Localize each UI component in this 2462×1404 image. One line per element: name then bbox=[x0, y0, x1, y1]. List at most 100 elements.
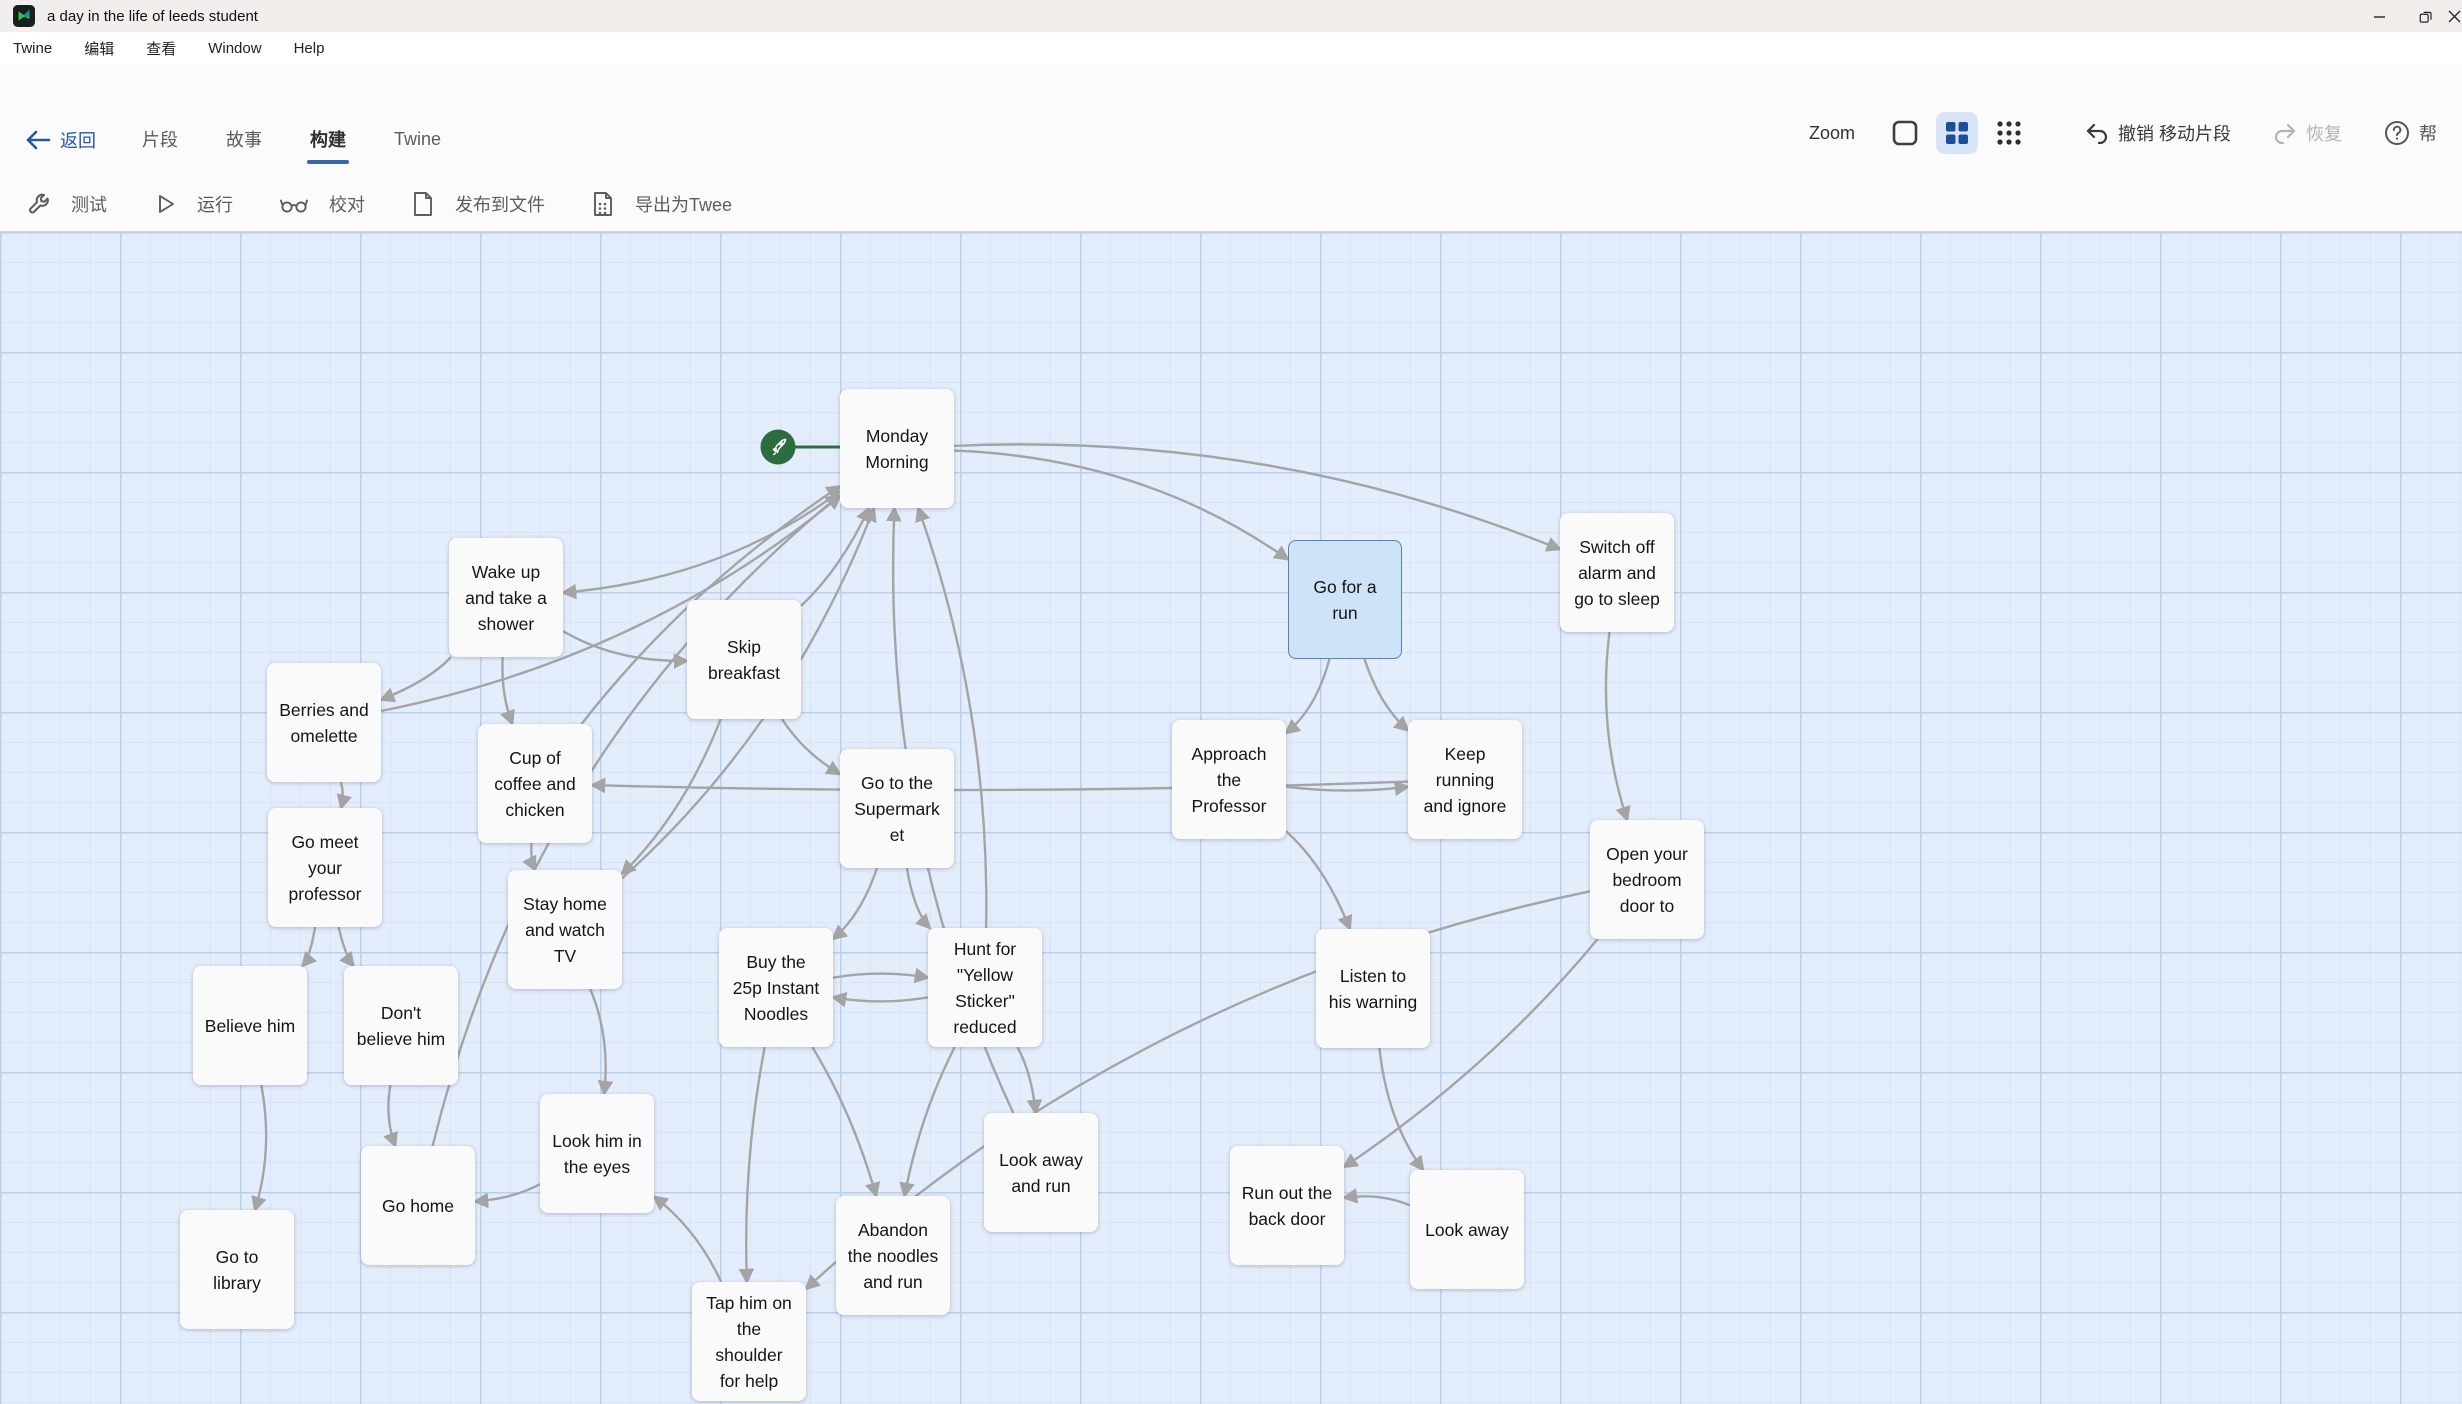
passage-listen-warning[interactable]: Listen to his warning bbox=[1316, 929, 1430, 1048]
zoom-full-icon bbox=[1892, 120, 1918, 146]
passage-look-him-eyes[interactable]: Look him in the eyes bbox=[540, 1094, 654, 1213]
passage-go-supermarket[interactable]: Go to the Supermarket bbox=[840, 749, 954, 868]
document-icon bbox=[411, 191, 445, 217]
passage-skip-breakfast[interactable]: Skip breakfast bbox=[687, 600, 801, 719]
menu-item-2[interactable]: 查看 bbox=[146, 40, 177, 58]
tab-2[interactable]: 构建 bbox=[307, 126, 349, 164]
redo-icon bbox=[2274, 123, 2296, 144]
passage-title: Open your bedroom door to bbox=[1606, 843, 1688, 916]
restore-button[interactable] bbox=[2402, 0, 2448, 32]
twee-document-icon bbox=[591, 191, 625, 217]
zoom-small-icon bbox=[1997, 121, 2021, 145]
link-arrow bbox=[620, 718, 722, 876]
link-arrow bbox=[378, 656, 452, 703]
start-passage-marker bbox=[760, 429, 841, 465]
undo-button[interactable]: 撤销 移动片段 bbox=[2085, 120, 2231, 146]
zoom-label: Zoom bbox=[1808, 122, 1855, 143]
question-circle-icon bbox=[2385, 121, 2409, 145]
zoom-small-button[interactable] bbox=[1992, 116, 2026, 150]
passage-title: Skip breakfast bbox=[708, 636, 780, 683]
help-button[interactable]: 帮 bbox=[2384, 120, 2437, 146]
passage-title: Don't believe him bbox=[356, 1002, 446, 1049]
build-action-label: 导出为Twee bbox=[635, 194, 733, 215]
link-arrow bbox=[1363, 658, 1410, 732]
build-action-3[interactable]: 发布到文件 bbox=[411, 191, 545, 217]
passage-open-bedroom[interactable]: Open your bedroom door to bbox=[1590, 820, 1704, 939]
passage-title: Go to the Supermarket bbox=[854, 772, 940, 845]
back-button[interactable]: 返回 bbox=[25, 127, 96, 153]
link-arrow bbox=[1604, 631, 1631, 823]
link-arrow bbox=[738, 1046, 766, 1285]
tab-3[interactable]: Twine bbox=[394, 128, 442, 149]
link-arrow bbox=[1285, 830, 1353, 932]
link-arrow bbox=[522, 842, 537, 873]
zoom-medium-button[interactable] bbox=[1935, 112, 1978, 154]
passage-switch-off-alarm[interactable]: Switch off alarm and go to sleep bbox=[1560, 513, 1674, 632]
menu-item-0[interactable]: Twine bbox=[13, 39, 53, 57]
passage-title: Look away bbox=[1425, 1219, 1509, 1240]
twine-app-icon bbox=[13, 5, 35, 27]
passage-title: Go for a run bbox=[1313, 576, 1377, 623]
passage-cup-coffee[interactable]: Cup of coffee and chicken bbox=[478, 724, 592, 843]
link-arrow bbox=[800, 505, 871, 607]
link-arrow bbox=[953, 443, 1563, 552]
passage-believe-him[interactable]: Believe him bbox=[193, 966, 307, 1085]
tab-1[interactable]: 故事 bbox=[226, 130, 262, 150]
passage-stay-home-tv[interactable]: Stay home and watch TV bbox=[508, 870, 622, 989]
passage-title: Berries and omelette bbox=[279, 699, 369, 746]
passage-title: Buy the 25p Instant Noodles bbox=[732, 951, 820, 1024]
passage-look-away[interactable]: Look away bbox=[1410, 1170, 1524, 1289]
passage-go-home[interactable]: Go home bbox=[361, 1146, 475, 1265]
passage-abandon-noodles[interactable]: Abandon the noodles and run bbox=[836, 1196, 950, 1315]
link-arrow bbox=[589, 988, 614, 1097]
link-arrow bbox=[652, 1195, 723, 1283]
link-arrow bbox=[562, 630, 690, 669]
build-action-label: 发布到文件 bbox=[455, 194, 545, 215]
arrow-left-icon bbox=[26, 130, 51, 150]
build-action-1[interactable]: 运行 bbox=[153, 191, 233, 217]
minimize-button[interactable] bbox=[2356, 0, 2402, 32]
passage-berries-omelette[interactable]: Berries and omelette bbox=[267, 663, 381, 782]
title-bar: a day in the life of leeds student bbox=[0, 0, 2462, 32]
link-arrow bbox=[1016, 1046, 1043, 1116]
passage-title: Keep running and ignore bbox=[1423, 743, 1507, 816]
passage-approach-professor[interactable]: Approach the Professor bbox=[1172, 720, 1286, 839]
link-arrow bbox=[1284, 658, 1331, 735]
build-action-2[interactable]: 校对 bbox=[279, 191, 365, 217]
passage-title: Believe him bbox=[204, 1015, 296, 1036]
redo-label: 恢复 bbox=[2306, 124, 2342, 144]
zoom-full-button[interactable] bbox=[1888, 116, 1922, 150]
build-action-label: 测试 bbox=[71, 194, 107, 215]
link-arrow bbox=[780, 718, 843, 776]
close-button[interactable] bbox=[2448, 0, 2462, 32]
passage-go-meet-professor[interactable]: Go meet your professor bbox=[268, 808, 382, 927]
passage-buy-noodles[interactable]: Buy the 25p Instant Noodles bbox=[719, 928, 833, 1047]
passage-title: Go home bbox=[382, 1195, 454, 1216]
passage-tap-him-shoulder[interactable]: Tap him on the shoulder for help bbox=[692, 1282, 806, 1401]
passage-hunt-sticker[interactable]: Hunt for "Yellow Sticker" reduced bbox=[928, 928, 1042, 1047]
build-action-0[interactable]: 测试 bbox=[25, 191, 107, 217]
passage-dont-believe-him[interactable]: Don't believe him bbox=[344, 966, 458, 1085]
play-icon bbox=[153, 192, 187, 216]
link-arrow bbox=[337, 926, 356, 968]
redo-button[interactable]: 恢复 bbox=[2273, 120, 2342, 146]
passage-go-to-library[interactable]: Go to library bbox=[180, 1210, 294, 1329]
tab-0[interactable]: 片段 bbox=[142, 130, 178, 150]
passage-look-away-run[interactable]: Look away and run bbox=[984, 1113, 1098, 1232]
main-toolbar-right: Zoom 撤销 移动片段 bbox=[1809, 112, 2437, 154]
passage-monday-morning[interactable]: Monday Morning bbox=[840, 389, 954, 508]
passage-wake-up-shower[interactable]: Wake up and take a shower bbox=[449, 538, 563, 657]
build-action-4[interactable]: 导出为Twee bbox=[591, 191, 732, 217]
glasses-icon bbox=[279, 192, 319, 216]
passage-run-out-back[interactable]: Run out the back door bbox=[1230, 1146, 1344, 1265]
menu-item-4[interactable]: Help bbox=[293, 39, 325, 57]
menu-item-1[interactable]: 编辑 bbox=[84, 40, 115, 58]
passage-keep-running[interactable]: Keep running and ignore bbox=[1408, 720, 1522, 839]
link-arrow bbox=[336, 781, 352, 811]
link-arrow bbox=[831, 867, 879, 941]
menu-item-3[interactable]: Window bbox=[208, 39, 262, 57]
passage-go-for-run[interactable]: Go for a run bbox=[1288, 540, 1402, 659]
main-toolbar-left: 返回 片段 故事 构建 Twine bbox=[25, 126, 489, 164]
